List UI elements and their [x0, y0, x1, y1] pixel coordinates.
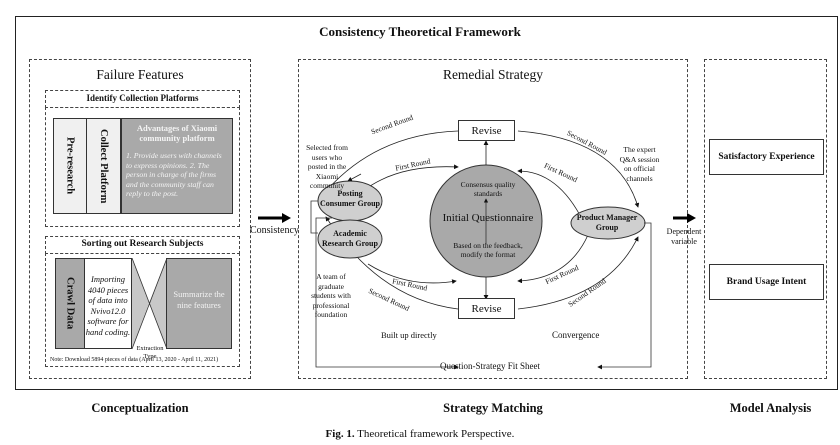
caption-prefix: Fig. 1.	[325, 428, 355, 440]
first-round-arc-3	[367, 263, 457, 285]
consistency-label: Consistency	[250, 225, 299, 236]
diagram-title: Consistency Theoretical Framework	[319, 24, 521, 39]
remedial-strategy-title: Remedial Strategy	[442, 67, 544, 82]
figure-caption: Fig. 1. Theoretical framework Perspectiv…	[0, 428, 840, 440]
extraction-cross	[132, 258, 167, 350]
importing-block: Importing 4040 pieces of data into Nvivo…	[84, 258, 132, 349]
feedback-label: Based on the feedback, modify the format	[453, 241, 523, 259]
academic-group-ellipse	[317, 219, 383, 259]
strategy-matching-label: Strategy Matching	[443, 401, 543, 415]
pre-research-block: Pre-research	[53, 118, 87, 214]
pm-group-label: Product Manager Group	[576, 213, 638, 232]
extraction-type-label: Extraction Type	[136, 345, 164, 360]
framework-frame	[15, 16, 838, 390]
conceptualization-label: Conceptualization	[91, 401, 189, 415]
subjects-header: Sorting out Research Subjects	[81, 239, 204, 249]
first-round-arc-4	[517, 234, 589, 284]
second-round-arc-top-left	[327, 130, 459, 190]
failure-features-title: Failure Features	[96, 67, 184, 82]
first-round-arc-2	[517, 168, 584, 222]
initial-questionnaire-label: Initial Questionnaire	[442, 212, 534, 224]
second-round-arc-top-right	[517, 130, 640, 208]
collection-header: Identify Collection Platforms	[86, 93, 199, 103]
consensus-label: Consensus quality standards	[460, 180, 516, 198]
crawl-data-block: Crawl Data	[55, 258, 85, 349]
subjects-box	[45, 253, 240, 367]
collect-platform-block: Collect Platform	[86, 118, 121, 214]
revise-top-box: Revise	[458, 120, 515, 141]
dependent-variable-label: Dependent variable	[666, 227, 702, 246]
strategy-diagram	[310, 130, 652, 370]
fit-sheet-label: Question-Strategy Fit Sheet	[440, 361, 540, 371]
convergence-label: Convergence	[552, 330, 600, 340]
second-round-arc-bottom-right	[517, 236, 639, 310]
posting-group-label: Posting Consumer Group	[320, 189, 380, 208]
advantages-title: Advantages of Xiaomi community platform	[136, 123, 218, 143]
model-analysis-label: Model Analysis	[729, 401, 812, 415]
download-note: Note: Download 5894 pieces of data (Apri…	[50, 357, 219, 363]
revise-bottom-box: Revise	[458, 298, 515, 319]
caption-text: Theoretical framework Perspective.	[357, 428, 515, 440]
academic-group-label: Academic Research Group	[322, 229, 378, 248]
expert-note: The expert Q&A session on official chann…	[619, 145, 660, 183]
team-note: A team of graduate students with profess…	[311, 272, 351, 319]
model-analysis-panel	[704, 59, 827, 379]
advantages-block: Advantages of Xiaomi community platform …	[121, 118, 233, 214]
brand-usage-intent-box: Brand Usage Intent	[709, 264, 824, 300]
consistency-arrow-icon	[258, 213, 291, 223]
collection-box	[45, 107, 240, 227]
failure-features-panel	[29, 59, 251, 379]
built-up-label: Built up directly	[381, 330, 437, 340]
advantages-text: 1. Provide users with channels to expres…	[126, 151, 222, 198]
satisfactory-experience-box: Satisfactory Experience	[709, 139, 824, 175]
summarize-block: Summarize the nine features	[166, 258, 232, 349]
dependent-arrow-icon	[673, 213, 696, 223]
selected-note: Selected from users who posted in the Xi…	[306, 143, 348, 190]
